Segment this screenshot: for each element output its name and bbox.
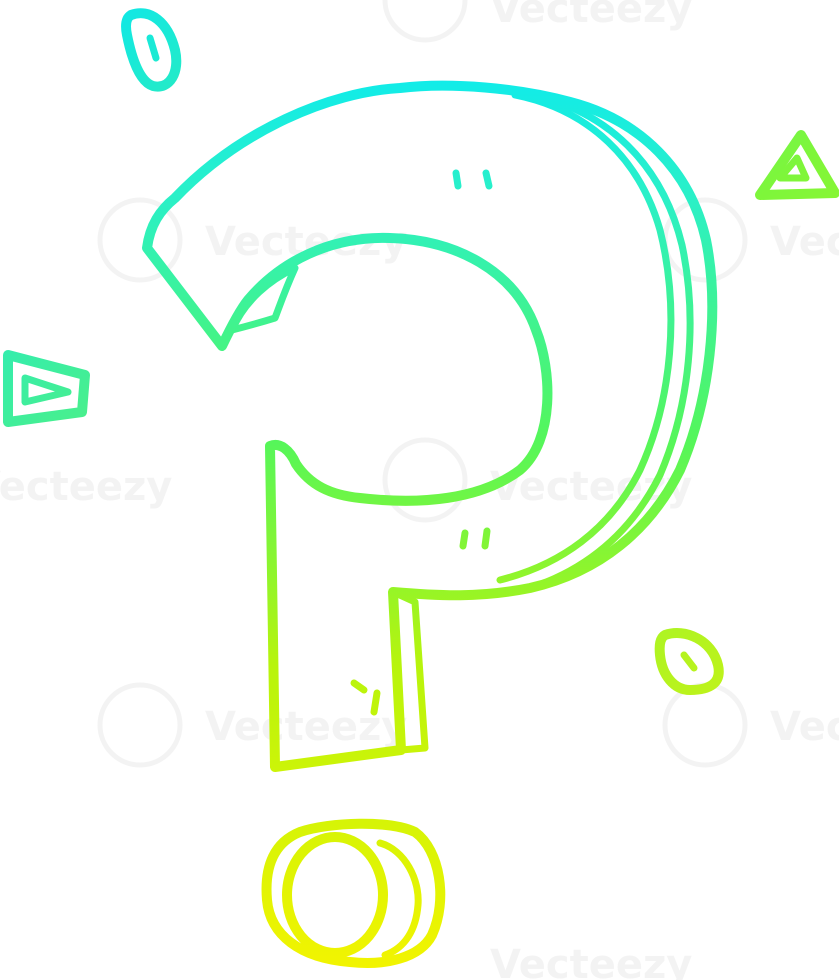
- watermark-text: Vecteezy: [0, 464, 172, 510]
- highlight-marks: [350, 169, 493, 716]
- watermark-text: Vecteezy: [770, 704, 839, 750]
- watermark-text: Vecteezy: [770, 219, 839, 265]
- watermark-text: Vecteezy: [490, 942, 692, 980]
- drop-shape-icon: [654, 628, 724, 695]
- question-mark-dot: [261, 818, 446, 968]
- watermark-text: Vecteezy: [490, 0, 692, 32]
- drop-shape-icon: [121, 8, 182, 92]
- triangle-shape-icon: [3, 350, 90, 427]
- watermark-logo-icon: [97, 0, 748, 768]
- decorative-sparks: [3, 8, 839, 695]
- question-mark-hook: [142, 80, 718, 772]
- triangle-shape-icon: [755, 130, 839, 200]
